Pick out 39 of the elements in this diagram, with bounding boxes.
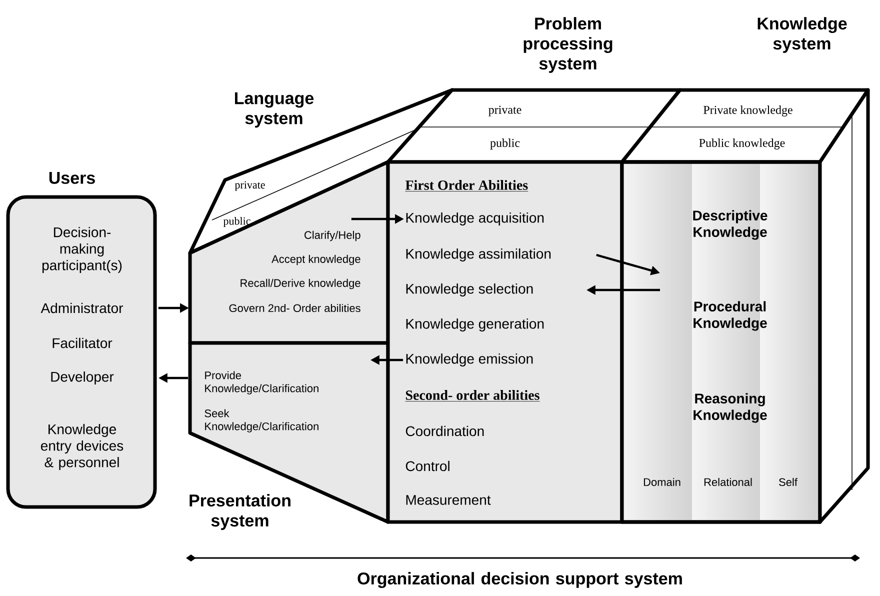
- role-text: Administrator: [40, 302, 123, 314]
- function-text: Clarify/Help: [304, 230, 360, 242]
- ability-item: Knowledge acquisition: [406, 212, 544, 226]
- section-heading: First Order Abilities: [405, 180, 528, 192]
- column-label: Relational: [704, 478, 752, 486]
- face-label: public: [490, 138, 520, 150]
- knowledge-type: Procedural Knowledge: [694, 301, 767, 331]
- role-text: Knowledge entry devices & personnel: [40, 424, 124, 470]
- function-text: Provide Knowledge/Clarification: [205, 371, 318, 394]
- function-text: Accept knowledge: [272, 254, 360, 266]
- role-text: Facilitator: [52, 338, 112, 348]
- function-text: Govern 2nd- Order abilities: [229, 304, 360, 312]
- ability-item: Coordination: [406, 426, 484, 436]
- ability-item: Knowledge assimilation: [406, 248, 551, 262]
- ability-item: Control: [406, 460, 450, 472]
- knowledge-type: Descriptive Knowledge: [693, 210, 768, 240]
- face-label: public: [223, 217, 250, 227]
- column-label: Domain: [644, 478, 680, 486]
- ability-item: Measurement: [406, 495, 491, 505]
- system-heading: Language system: [235, 92, 314, 128]
- system-heading: Problem processing system: [524, 17, 612, 73]
- face-label: private: [234, 181, 265, 191]
- ability-item: Knowledge generation: [406, 318, 544, 332]
- function-text: Seek Knowledge/Clarification: [204, 409, 318, 432]
- face-label: Private knowledge: [704, 106, 792, 116]
- role-text: Developer: [51, 371, 114, 385]
- heading: Users: [49, 172, 95, 184]
- face-label: private: [488, 106, 522, 116]
- system-heading: Presentation system: [190, 494, 290, 530]
- system-label: Organizational decision support system: [358, 572, 682, 588]
- system-heading: Knowledge system: [758, 17, 847, 53]
- column-label: Self: [779, 478, 798, 486]
- ability-item: Knowledge selection: [406, 283, 533, 297]
- knowledge-type: Reasoning Knowledge: [694, 393, 767, 423]
- ability-item: Knowledge emission: [406, 353, 533, 367]
- role-text: Decision-making participant(s): [42, 226, 122, 274]
- function-text: Recall/Derive knowledge: [240, 278, 360, 290]
- face-label: Public knowledge: [699, 138, 785, 150]
- section-heading: Second- order abilities: [405, 390, 540, 402]
